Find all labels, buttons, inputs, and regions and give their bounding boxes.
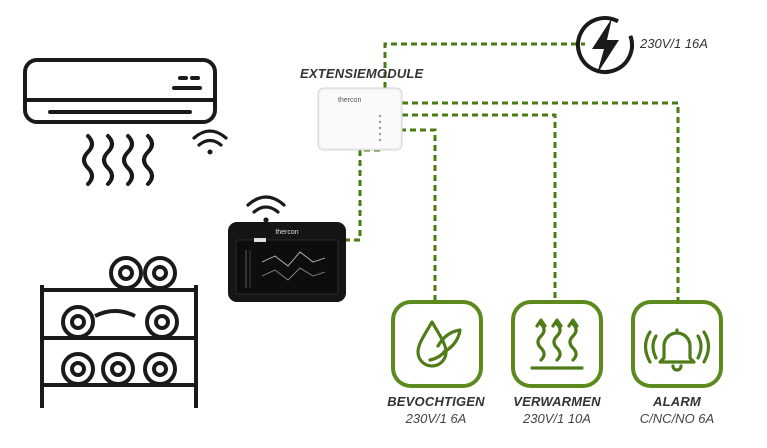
status-leds xyxy=(378,114,382,142)
output-spec-humidify: 230V/1 6A xyxy=(405,411,467,426)
extension-module-brand: thercon xyxy=(338,97,361,104)
wire-alarm xyxy=(402,101,680,300)
power-spec: 230V/1 16A xyxy=(640,36,708,51)
wire-heating xyxy=(402,113,557,300)
output-alarm xyxy=(631,300,723,388)
output-heating xyxy=(511,300,603,388)
connection-wires xyxy=(344,42,680,300)
extension-module-title: EXTENSIEMODULE xyxy=(300,66,424,81)
output-title-humidify: BEVOCHTIGEN xyxy=(387,394,485,409)
controller-brand: thercon xyxy=(275,229,298,236)
wire-power xyxy=(383,42,585,88)
wifi-icon xyxy=(246,195,286,223)
wire-controller xyxy=(344,148,380,242)
controller-screen-graph xyxy=(245,250,326,288)
output-spec-alarm: C/NC/NO 6A xyxy=(639,411,715,426)
wine-rack-icon xyxy=(40,256,198,408)
wire-humidify xyxy=(400,128,437,300)
output-title-heating: VERWARMEN xyxy=(513,394,601,409)
output-spec-heating: 230V/1 10A xyxy=(523,411,591,426)
output-humidify xyxy=(391,300,483,388)
controller-unit: thercon xyxy=(228,222,346,302)
extension-module: thercon xyxy=(317,87,403,151)
humidify-drops-icon xyxy=(416,320,462,368)
wifi-icon xyxy=(192,129,228,155)
alarm-bell-icon xyxy=(643,328,711,372)
lightning-bolt-icon xyxy=(576,16,634,74)
air-conditioner-icon xyxy=(23,58,217,186)
heating-waves-icon xyxy=(530,318,584,370)
output-title-alarm: ALARM xyxy=(653,394,701,409)
